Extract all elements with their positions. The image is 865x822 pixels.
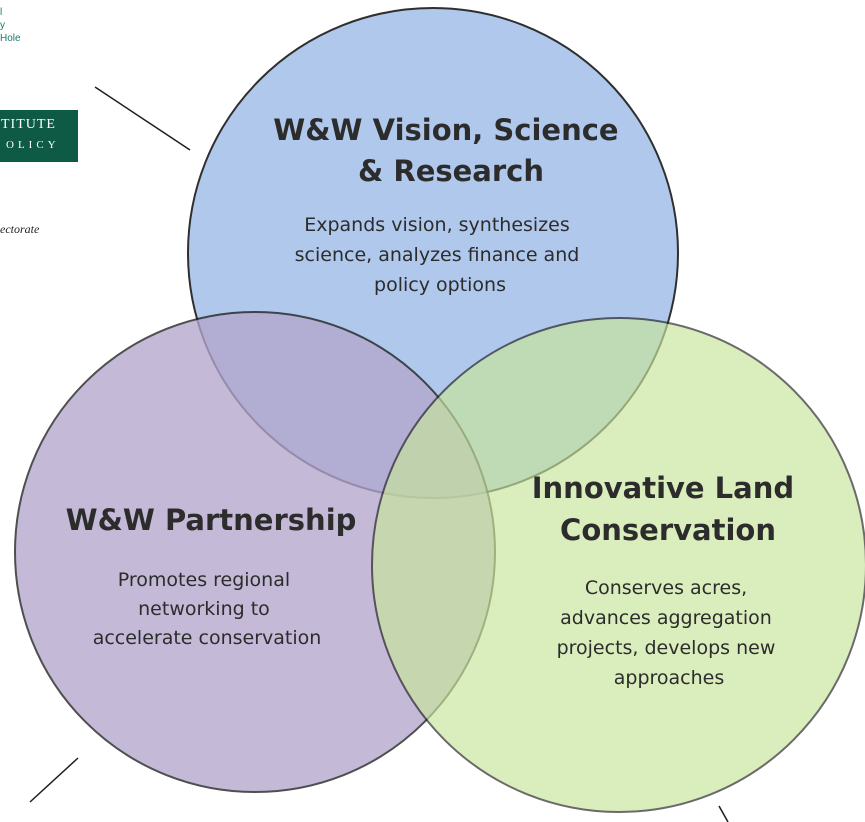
cutoff-line: Hole xyxy=(0,33,21,44)
vision-title-line-1: W&W Vision, Science xyxy=(273,113,618,147)
vision-desc-line-3: policy options xyxy=(374,274,506,296)
partnership-description: Promotes regional networking to accelera… xyxy=(93,569,322,649)
directorate-text: ectorate xyxy=(0,222,40,236)
conservation-title: Innovative Land Conservation xyxy=(532,471,805,547)
partnership-title-line-1: W&W Partnership xyxy=(66,503,357,537)
conservation-title-line-1: Innovative Land xyxy=(532,471,794,505)
logo-line-2: OLICY xyxy=(6,139,60,151)
pointer-line-top xyxy=(94,86,191,151)
partnership-title: W&W Partnership xyxy=(66,503,357,537)
conservation-desc-line-3: projects, develops new xyxy=(557,637,776,659)
pointer-line-bottom-right xyxy=(718,805,729,822)
conservation-description: Conserves acres, advances aggregation pr… xyxy=(557,577,782,689)
partnership-desc-line-3: accelerate conservation xyxy=(93,627,322,649)
conservation-desc-line-4: approaches xyxy=(614,667,725,689)
partnership-desc-line-2: networking to xyxy=(138,598,270,620)
vision-desc-line-1: Expands vision, synthesizes xyxy=(304,214,570,236)
conservation-desc-line-2: advances aggregation xyxy=(560,607,772,629)
cutoff-line: l xyxy=(0,7,3,18)
conservation-circle xyxy=(371,317,865,813)
cutoff-logo-text: l y Hole xyxy=(0,6,21,45)
vision-title: W&W Vision, Science & Research xyxy=(273,113,628,188)
logo-line-1: TITUTE xyxy=(1,117,56,132)
partnership-desc-line-1: Promotes regional xyxy=(118,569,290,591)
pointer-line-bottom-left xyxy=(29,757,79,803)
conservation-title-line-2: Conservation xyxy=(560,513,776,547)
conservation-desc-line-1: Conserves acres, xyxy=(585,577,747,599)
cutoff-line: y xyxy=(0,20,5,31)
vision-title-line-2: & Research xyxy=(358,154,544,188)
vision-desc-line-2: science, analyzes finance and xyxy=(295,244,580,266)
institute-logo: TITUTE OLICY xyxy=(0,110,78,162)
vision-description: Expands vision, synthesizes science, ana… xyxy=(295,214,586,296)
